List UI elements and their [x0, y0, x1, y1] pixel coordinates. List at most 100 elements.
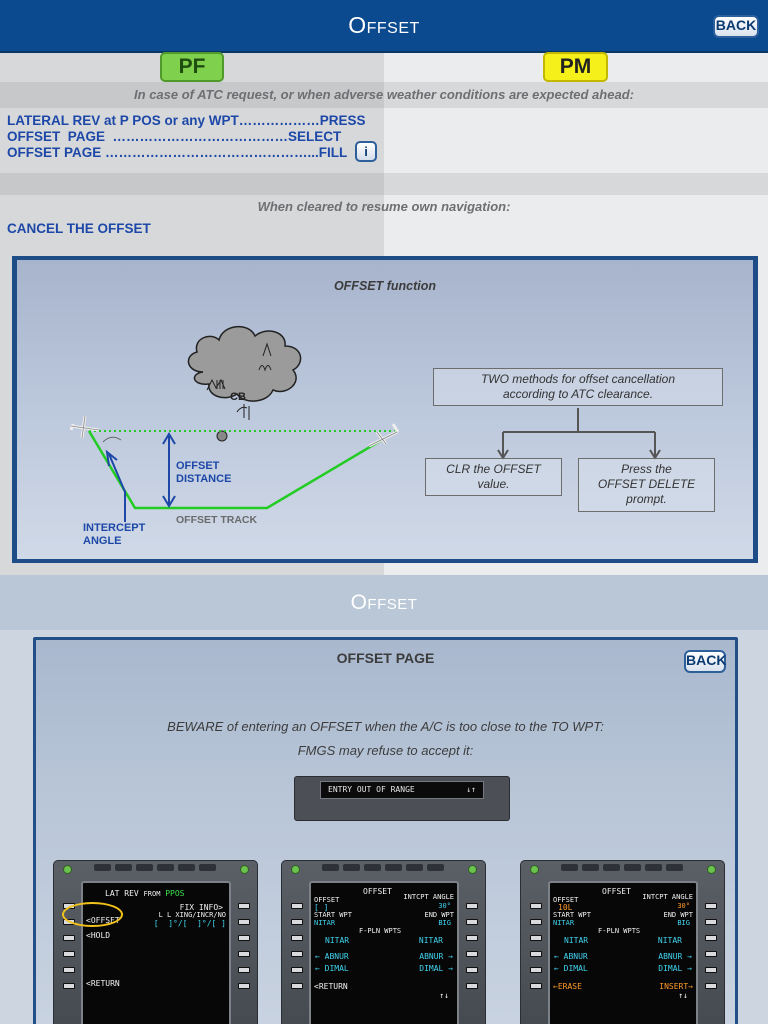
- intercept-arc: [102, 436, 122, 443]
- lsk-3r[interactable]: [466, 935, 478, 941]
- atc-request-note: In case of ATC request, or when adverse …: [134, 87, 634, 102]
- offset-field[interactable]: [ ]: [314, 903, 329, 912]
- lsk-4l[interactable]: [530, 951, 542, 957]
- lsk-6l[interactable]: [63, 983, 75, 989]
- mcdu-screen: OFFSET OFFSET INTCPT ANGLE 10L 30° START…: [548, 881, 698, 1024]
- lsk-5r[interactable]: [238, 967, 250, 973]
- mcdu-screen: OFFSET OFFSET INTCPT ANGLE [ ] 30° START…: [309, 881, 459, 1024]
- insert-prompt[interactable]: INSERT→: [659, 982, 693, 991]
- lsk-5r[interactable]: [466, 967, 478, 973]
- wpt-left-3[interactable]: ← DIMAL: [554, 964, 588, 973]
- pf-badge: PF: [160, 52, 224, 82]
- info-button[interactable]: i: [355, 141, 377, 162]
- lsk-6r[interactable]: [466, 983, 478, 989]
- section-title: Offset: [350, 591, 418, 614]
- wpt-right-2[interactable]: ABNUR →: [419, 952, 453, 961]
- end-wpt-value: BIG: [438, 919, 451, 927]
- offset-distance-arrow: [162, 432, 176, 508]
- scratchpad-strip: ENTRY OUT OF RANGE ↓↑: [294, 776, 510, 821]
- offset-field[interactable]: 10L: [558, 903, 573, 912]
- lsk-4r[interactable]: [466, 951, 478, 957]
- return-prompt[interactable]: <RETURN: [86, 979, 120, 988]
- lsk-1l[interactable]: [291, 903, 303, 909]
- lsk-1r[interactable]: [466, 903, 478, 909]
- wpt-left-2[interactable]: ← ABNUR: [554, 952, 588, 961]
- lsk-2r[interactable]: [705, 919, 717, 925]
- mcdu-title: OFFSET: [602, 887, 631, 896]
- intcpt-field[interactable]: 30°: [438, 902, 451, 910]
- lsk-6r[interactable]: [705, 983, 717, 989]
- intercept-angle-arrow: [105, 449, 126, 522]
- lsk-3l[interactable]: [530, 935, 542, 941]
- cb-label: CB: [230, 391, 246, 403]
- wpt-right-1[interactable]: NITAR: [657, 936, 682, 945]
- lsk-6r[interactable]: [238, 983, 250, 989]
- action-cancel-offset: CANCEL THE OFFSET: [7, 221, 151, 236]
- wpt-right-1[interactable]: NITAR: [418, 936, 443, 945]
- intcpt-field[interactable]: 30°: [677, 902, 690, 910]
- note-band: [0, 82, 768, 108]
- lsk-5l[interactable]: [291, 967, 303, 973]
- lsk-1r[interactable]: [238, 903, 250, 909]
- end-wpt-label: END WPT: [663, 911, 693, 919]
- warning-text-2: FMGS may refuse to accept it:: [297, 743, 474, 758]
- lsk-3r[interactable]: [238, 935, 250, 941]
- start-wpt-label: START WPT: [553, 911, 591, 919]
- status-light-icon: [291, 865, 300, 874]
- lsk-4l[interactable]: [63, 951, 75, 957]
- mcdu-title: LAT REV FROM PPOS: [105, 889, 185, 898]
- return-prompt[interactable]: <RETURN: [314, 982, 348, 991]
- lsk-3l[interactable]: [291, 935, 303, 941]
- action-offset-select: OFFSET PAGE …………………………………SELECT: [7, 129, 342, 144]
- wpt-left-3[interactable]: ← DIMAL: [315, 964, 349, 973]
- lsk-3l[interactable]: [63, 935, 75, 941]
- lsk-2l[interactable]: [291, 919, 303, 925]
- lsk-3r[interactable]: [705, 935, 717, 941]
- action-lateral-rev: LATERAL REV at P POS or any WPT………………PRE…: [7, 113, 366, 128]
- warning-text: BEWARE of entering an OFFSET when the A/…: [167, 719, 604, 734]
- lsk-5l[interactable]: [530, 967, 542, 973]
- back-button[interactable]: BACK: [713, 15, 759, 38]
- slew-arrows-icon: ↑↓: [678, 991, 688, 1000]
- lsk-2r[interactable]: [238, 919, 250, 925]
- lsk-2l[interactable]: [530, 919, 542, 925]
- top-bar: Offset BACK: [0, 0, 768, 53]
- status-light-icon: [63, 865, 72, 874]
- wpt-left-1[interactable]: NITAR: [564, 936, 589, 945]
- wpt-left-1[interactable]: NITAR: [325, 936, 350, 945]
- start-wpt-value: NITAR: [314, 919, 336, 927]
- lsk-1r[interactable]: [705, 903, 717, 909]
- erase-prompt[interactable]: ←ERASE: [553, 982, 582, 991]
- wpt-right-2[interactable]: ABNUR →: [658, 952, 692, 961]
- lsk-5l[interactable]: [63, 967, 75, 973]
- lsk-6l[interactable]: [291, 983, 303, 989]
- lsk-4l[interactable]: [291, 951, 303, 957]
- action-offset-fill: OFFSET PAGE ………………………………………...FILL: [7, 145, 348, 160]
- panel-back-button[interactable]: BACK: [684, 650, 726, 673]
- lsk-1l[interactable]: [530, 903, 542, 909]
- hold-prompt[interactable]: <HOLD: [86, 931, 111, 940]
- lsk-2r[interactable]: [466, 919, 478, 925]
- fpln-wpts-label: F-PLN WPTS: [359, 927, 402, 935]
- wpt-right-3[interactable]: DIMAL →: [658, 964, 692, 973]
- wpt-left-2[interactable]: ← ABNUR: [315, 952, 349, 961]
- scratchpad-screen: ENTRY OUT OF RANGE ↓↑: [320, 781, 484, 799]
- wpt-right-3[interactable]: DIMAL →: [419, 964, 453, 973]
- cb-cloud-icon: [187, 326, 302, 442]
- offset-page-panel: OFFSET PAGE BACK BEWARE of entering an O…: [33, 637, 738, 1024]
- lsk-4r[interactable]: [705, 951, 717, 957]
- fix-info-prompt[interactable]: FIX INFO>: [179, 903, 223, 912]
- offset-page-header: Offset: [0, 575, 768, 630]
- diagram-graphic: [69, 326, 661, 522]
- ll-xing-field[interactable]: [ ]°/[ ]°/[ ]: [153, 919, 226, 928]
- lsk-6l[interactable]: [530, 983, 542, 989]
- lsk-5r[interactable]: [705, 967, 717, 973]
- aircraft-icon: [368, 423, 400, 448]
- start-wpt-label: START WPT: [314, 911, 352, 919]
- intcpt-label: INTCPT ANGLE: [642, 893, 693, 901]
- start-wpt-value: NITAR: [553, 919, 575, 927]
- lsk-4r[interactable]: [238, 951, 250, 957]
